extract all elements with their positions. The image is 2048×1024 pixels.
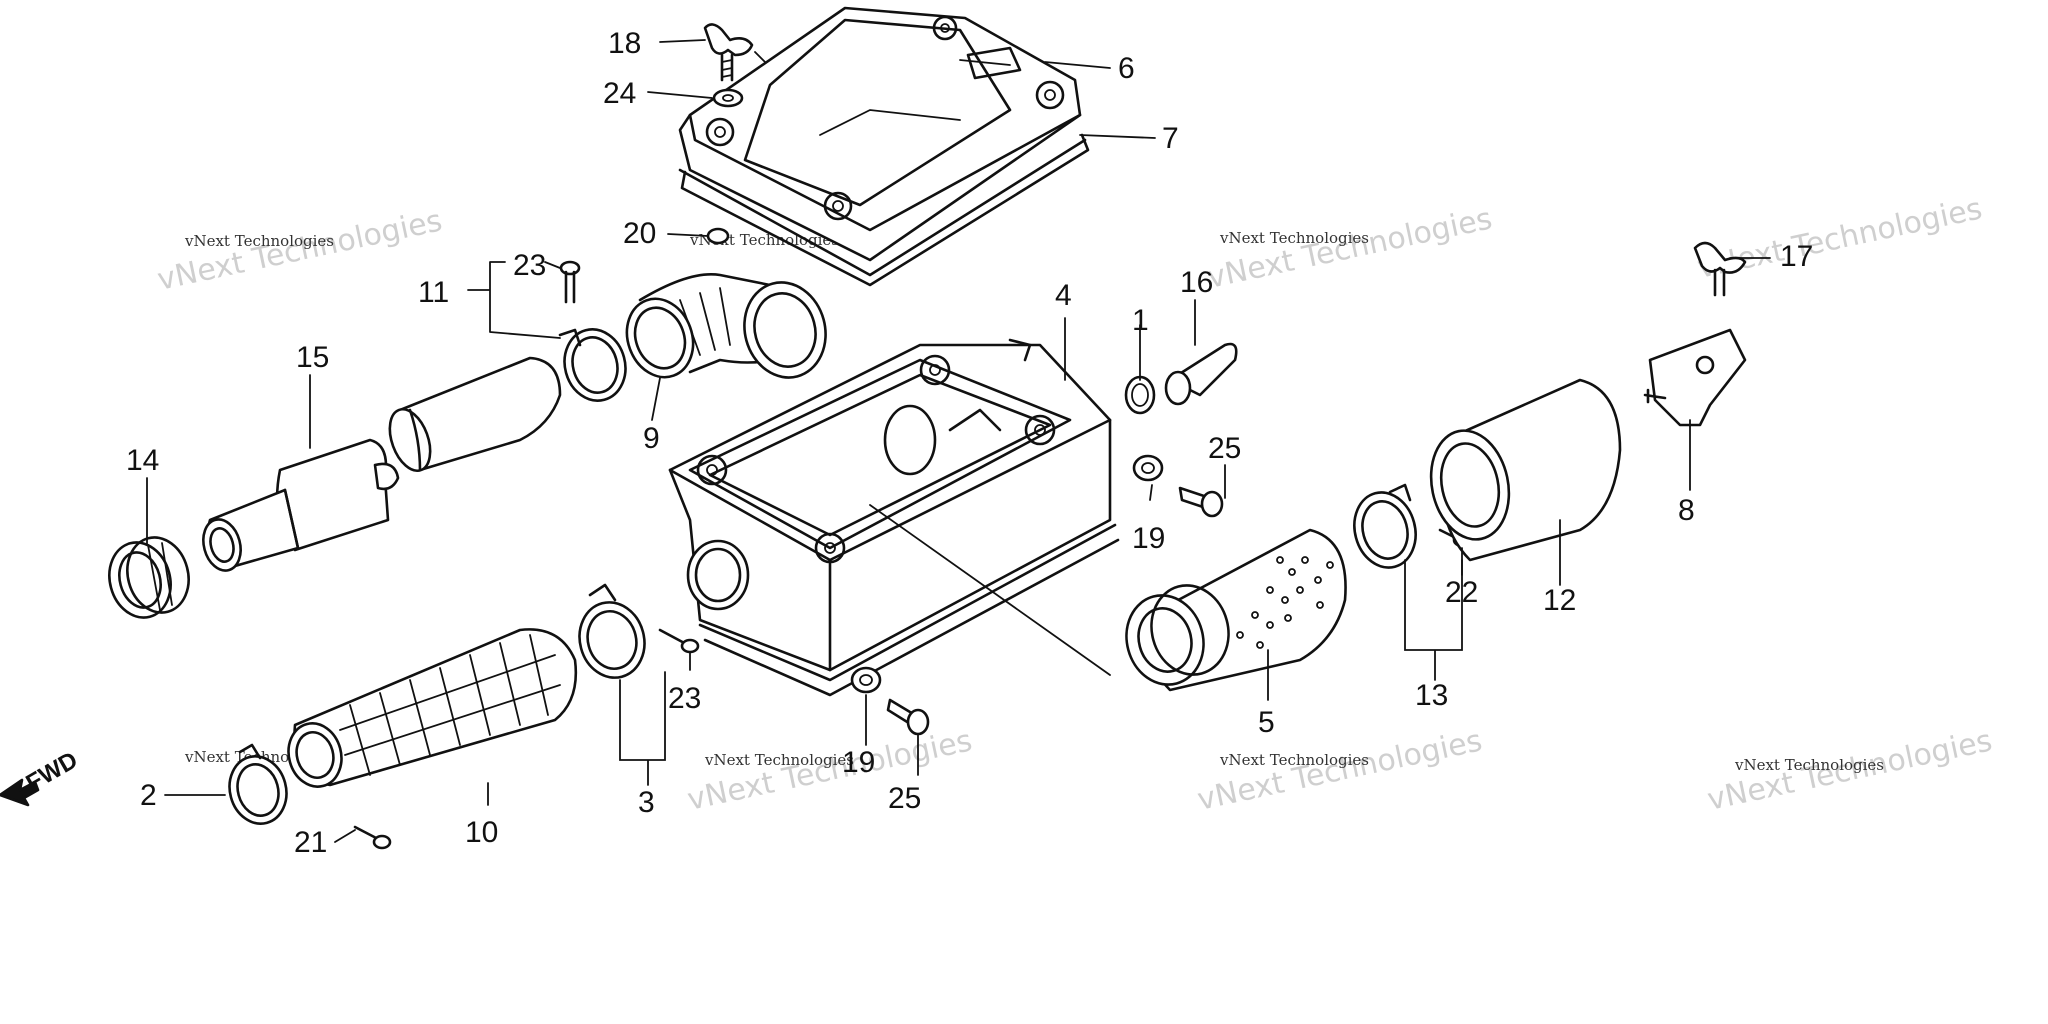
connecting-hose: [287, 628, 578, 788]
callout-9: 9: [643, 422, 660, 455]
watermark-small: vNext Technologies: [1734, 756, 1884, 774]
callout-21: 21: [294, 826, 327, 859]
intake-pipe: [202, 438, 400, 572]
intake-duct: [388, 356, 562, 472]
callout-15: 15: [296, 341, 329, 374]
flange-bolt: [1178, 486, 1224, 518]
callout-3: 3: [638, 786, 655, 819]
callout-24: 24: [603, 77, 636, 110]
callout-23: 23: [513, 249, 546, 282]
pre-filter: [1429, 378, 1622, 562]
wing-bolt: [703, 23, 754, 82]
callout-12: 12: [1543, 584, 1576, 617]
element-band: [1353, 483, 1417, 569]
hose-band: [578, 583, 646, 679]
forward-arrow: FWD: [0, 746, 83, 807]
callout-11: 11: [418, 276, 449, 309]
callout-19: 19: [1132, 522, 1165, 555]
callout-13: 13: [1415, 679, 1448, 712]
callout-1: 1: [1132, 304, 1149, 337]
watermark-large: vNext Technologies: [154, 203, 445, 298]
callout-22: 22: [1445, 576, 1478, 609]
watermark-small: vNext Technologies: [1219, 751, 1369, 769]
washer: [712, 88, 744, 108]
grommet: [850, 666, 882, 694]
callout-18: 18: [608, 27, 641, 60]
mounting-bracket: [1643, 328, 1747, 427]
callout-10: 10: [465, 816, 498, 849]
callout-5: 5: [1258, 706, 1275, 739]
callout-4: 4: [1055, 279, 1072, 312]
callout-17: 17: [1780, 240, 1813, 273]
air-cleaner-case: [668, 338, 1120, 697]
hose-band: [228, 743, 288, 825]
callout-20: 20: [623, 217, 656, 250]
watermark-large: vNext Technologies: [1194, 723, 1485, 818]
callout-25: 25: [1208, 432, 1241, 465]
hose-clip: [1124, 375, 1156, 415]
air-cleaner-element: [1125, 528, 1347, 692]
intake-boot: [108, 536, 190, 619]
clamp-screw: [559, 260, 581, 304]
cover-gasket: [680, 133, 1090, 287]
callout-19: 19: [842, 746, 875, 779]
callout-16: 16: [1180, 266, 1213, 299]
callout-23: 23: [668, 682, 701, 715]
callout-6: 6: [1118, 52, 1135, 85]
callout-8: 8: [1678, 494, 1695, 527]
callout-7: 7: [1162, 122, 1179, 155]
forward-label: FWD: [22, 746, 83, 797]
wing-bolt: [1693, 241, 1747, 297]
grommet: [1132, 454, 1164, 482]
connecting-tube: [625, 273, 827, 379]
watermark-large: vNext Technologies: [684, 723, 975, 818]
nut: [706, 227, 730, 245]
watermark-small: vNext Technologies: [1219, 229, 1369, 247]
callout-25: 25: [888, 782, 921, 815]
band-screw: [658, 628, 700, 654]
callout-numbers: 18 24 6 7 20 23 11 9 15 14 4 1 16 25 19 …: [126, 27, 1813, 859]
drain-plug-tube: [1164, 342, 1238, 406]
leader-lines: [146, 39, 1771, 843]
air-cleaner-cover: [678, 6, 1087, 277]
band-screw: [353, 825, 392, 850]
flange-bolt: [886, 698, 930, 736]
watermark-small: vNext Technologies: [184, 232, 334, 250]
callout-14: 14: [126, 444, 159, 477]
watermark-large: vNext Technologies: [1204, 201, 1495, 296]
callout-2: 2: [140, 779, 157, 812]
watermark-small: vNext Technologies: [704, 751, 854, 769]
tube-band-clamp: [558, 328, 627, 402]
